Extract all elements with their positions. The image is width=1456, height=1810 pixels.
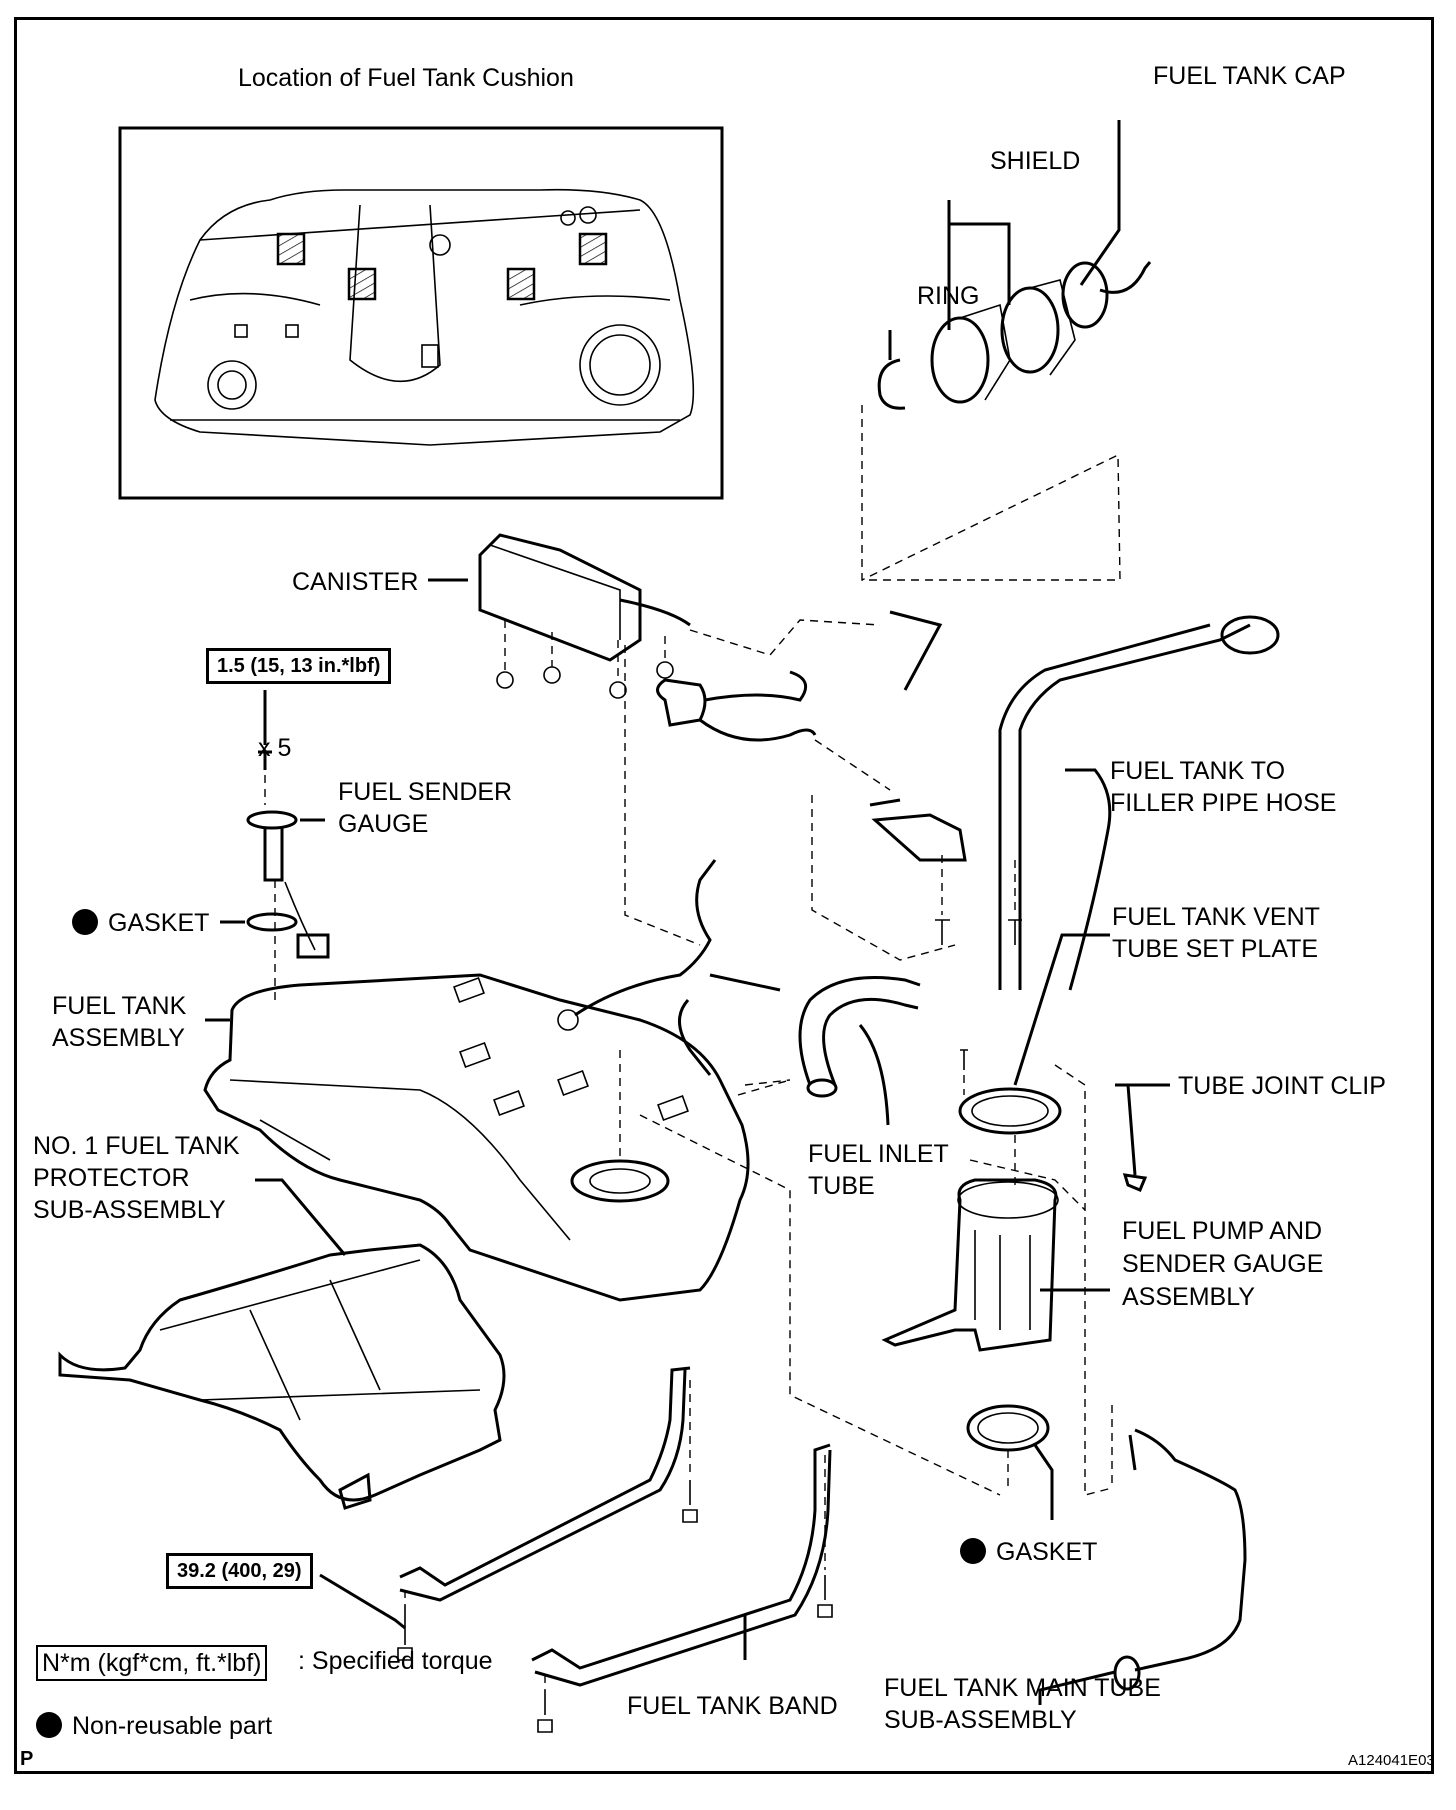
sender-flange <box>246 810 298 830</box>
label-fuel-pump-2: SENDER GAUGE <box>1122 1250 1324 1278</box>
leader-main-tube <box>1038 1670 1116 1705</box>
pump-opening <box>570 1159 670 1203</box>
label-fuel-tank-band: FUEL TANK BAND <box>627 1692 838 1720</box>
label-vent-plate-1: FUEL TANK VENT <box>1112 903 1320 931</box>
cushion-marker <box>506 267 536 301</box>
label-protector-3: SUB-ASSEMBLY <box>33 1196 226 1224</box>
filler-pipe-group <box>811 615 1280 991</box>
fuel-inlet-tube-part <box>744 976 921 1126</box>
fuel-tank-assembly-part <box>203 859 1001 1496</box>
fuel-cap-part <box>1061 261 1109 329</box>
label-fuel-tank-assembly-2: ASSEMBLY <box>52 1024 185 1052</box>
corner-mark: P <box>20 1748 34 1770</box>
label-fuel-sender-gauge-1: FUEL SENDER <box>338 778 513 806</box>
shield-part-2 <box>1000 286 1060 374</box>
leader-band-torque <box>319 1573 406 1630</box>
inset-title: Location of Fuel Tank Cushion <box>238 64 574 92</box>
label-main-tube-1: FUEL TANK MAIN TUBE <box>884 1674 1161 1702</box>
legend-non-reusable-text: Non-reusable part <box>72 1712 273 1740</box>
label-ring: RING <box>917 282 980 310</box>
filler-cap-group <box>861 120 1152 581</box>
label-canister: CANISTER <box>292 568 419 596</box>
canister-group <box>428 533 943 946</box>
gasket-top-text: GASKET <box>108 909 210 937</box>
legend-torque-units: N*m (kgf*cm, ft.*lbf) <box>36 1645 268 1681</box>
torque-spec-band-bolt: 39.2 (400, 29) <box>166 1553 313 1589</box>
filler-hose-bracket <box>871 813 967 862</box>
figure-id: A124041E03 <box>1348 1752 1435 1769</box>
non-reusable-dot-icon <box>960 1538 986 1564</box>
band-bolt <box>682 1480 698 1523</box>
main-tube-part <box>1038 1428 1247 1705</box>
label-protector-1: NO. 1 FUEL TANK <box>33 1132 240 1160</box>
legend-non-reusable: Non-reusable part <box>36 1710 272 1742</box>
protector-part <box>58 1178 506 1510</box>
fuel-tank-band-part <box>319 1366 833 1733</box>
filled-circle-icon <box>36 1712 62 1738</box>
sender-screw <box>258 750 272 770</box>
cushion-marker <box>347 267 377 301</box>
filler-pipe <box>1018 623 1251 990</box>
label-fuel-inlet-tube-2: TUBE <box>808 1172 875 1200</box>
leader-tube-joint-clip <box>1115 1083 1170 1176</box>
vent-tube-bent <box>889 610 943 691</box>
cushion-marker <box>578 232 608 266</box>
filler-neck <box>1220 615 1280 655</box>
band-bolt <box>397 1605 413 1661</box>
leader-filler-hose <box>1065 768 1112 991</box>
label-shield: SHIELD <box>990 147 1081 175</box>
leader-fuel-tank-cap <box>1079 120 1121 286</box>
ring-part <box>877 358 906 410</box>
label-fuel-sender-gauge-2: GAUGE <box>338 810 429 838</box>
label-protector-2: PROTECTOR <box>33 1164 190 1192</box>
inset-border <box>118 126 724 500</box>
label-vent-plate-2: TUBE SET PLATE <box>1112 935 1319 963</box>
label-filler-hose-2: FILLER PIPE HOSE <box>1110 789 1337 817</box>
canister-part <box>478 533 642 662</box>
cushion-location-inset <box>118 126 724 500</box>
band-bolt <box>817 1575 833 1618</box>
leader-fuel-inlet-tube <box>858 1024 890 1126</box>
inset-tank-outline <box>154 188 695 446</box>
vent-tube-set-plate-part <box>958 1087 1062 1135</box>
sender-connector <box>296 933 330 959</box>
label-fuel-inlet-tube-1: FUEL INLET <box>808 1140 949 1168</box>
shield-part-1 <box>930 316 990 404</box>
valve-part <box>656 678 707 727</box>
screw-quantity: x 5 <box>258 734 292 762</box>
legend-torque-desc: : Specified torque <box>298 1647 493 1675</box>
tube-joint-clip-part <box>1122 1173 1148 1192</box>
label-filler-hose-1: FUEL TANK TO <box>1110 757 1286 785</box>
label-fuel-pump-3: ASSEMBLY <box>1122 1283 1255 1311</box>
band-bolt <box>537 1690 553 1733</box>
sender-gauge-group <box>220 690 330 1000</box>
label-tube-joint-clip: TUBE JOINT CLIP <box>1178 1072 1386 1100</box>
cushion-marker <box>276 232 306 266</box>
leader-vent-plate <box>1013 933 1110 1086</box>
label-gasket-bottom: GASKET <box>960 1536 1097 1568</box>
pump-group <box>881 933 1170 1520</box>
label-fuel-tank-cap: FUEL TANK CAP <box>1153 62 1346 90</box>
gasket-top-part <box>246 912 298 932</box>
non-reusable-dot-icon <box>72 909 98 935</box>
gasket-bottom-text: GASKET <box>996 1538 1098 1566</box>
leader-gasket-bottom <box>1033 1444 1054 1520</box>
label-main-tube-2: SUB-ASSEMBLY <box>884 1706 1077 1734</box>
label-fuel-tank-assembly-1: FUEL TANK <box>52 992 187 1020</box>
leader-shield <box>947 200 1011 330</box>
label-gasket-top: GASKET <box>72 907 209 939</box>
label-fuel-pump-1: FUEL PUMP AND <box>1122 1217 1323 1245</box>
diagram-frame <box>14 17 1434 1774</box>
fuel-pump-part <box>881 1178 1058 1352</box>
torque-spec-sender-screw: 1.5 (15, 13 in.*lbf) <box>206 648 392 684</box>
